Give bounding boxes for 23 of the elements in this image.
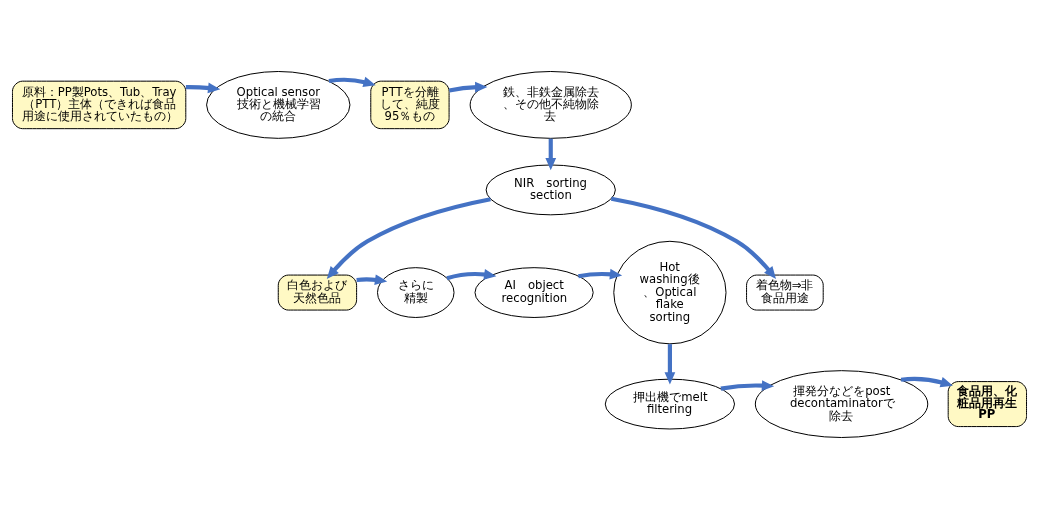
node-ellipse: NIR sorting section [485, 164, 616, 216]
arrow [720, 380, 775, 391]
node-ellipse: さらに精製 [377, 267, 455, 318]
arrow [664, 344, 676, 385]
node-box: 原料：PP製Pots、Tub、Tray（PTT）主体（できれば食品用途に使用されていたもの） [11, 80, 187, 130]
arrow [356, 274, 388, 286]
arrow [610, 196, 776, 279]
arrow [900, 376, 953, 388]
node-ellipse: 鉄、非鉄金属除去、その他不純物除去 [469, 71, 632, 139]
node-circle: Hot washing後、Optical flake sorting [613, 240, 727, 345]
node-ellipse: 押出機でmelt filtering [604, 378, 736, 430]
node-box: 食品用、化粧品用再生PP [947, 381, 1028, 428]
arrow [448, 81, 488, 93]
node-box: PTTを分離して、純度95％もの [370, 80, 450, 130]
node-box: 着色物⇒非食品用途 [746, 274, 824, 311]
arrow [545, 138, 557, 171]
node-ellipse: 揮発分などをpost decontaminatorで除去 [754, 370, 929, 438]
arrow [446, 269, 497, 281]
arrow [185, 82, 221, 94]
arrow [326, 197, 491, 279]
arrow [578, 268, 623, 280]
arrow [328, 76, 376, 88]
node-box: 白色および天然色品 [277, 274, 358, 311]
